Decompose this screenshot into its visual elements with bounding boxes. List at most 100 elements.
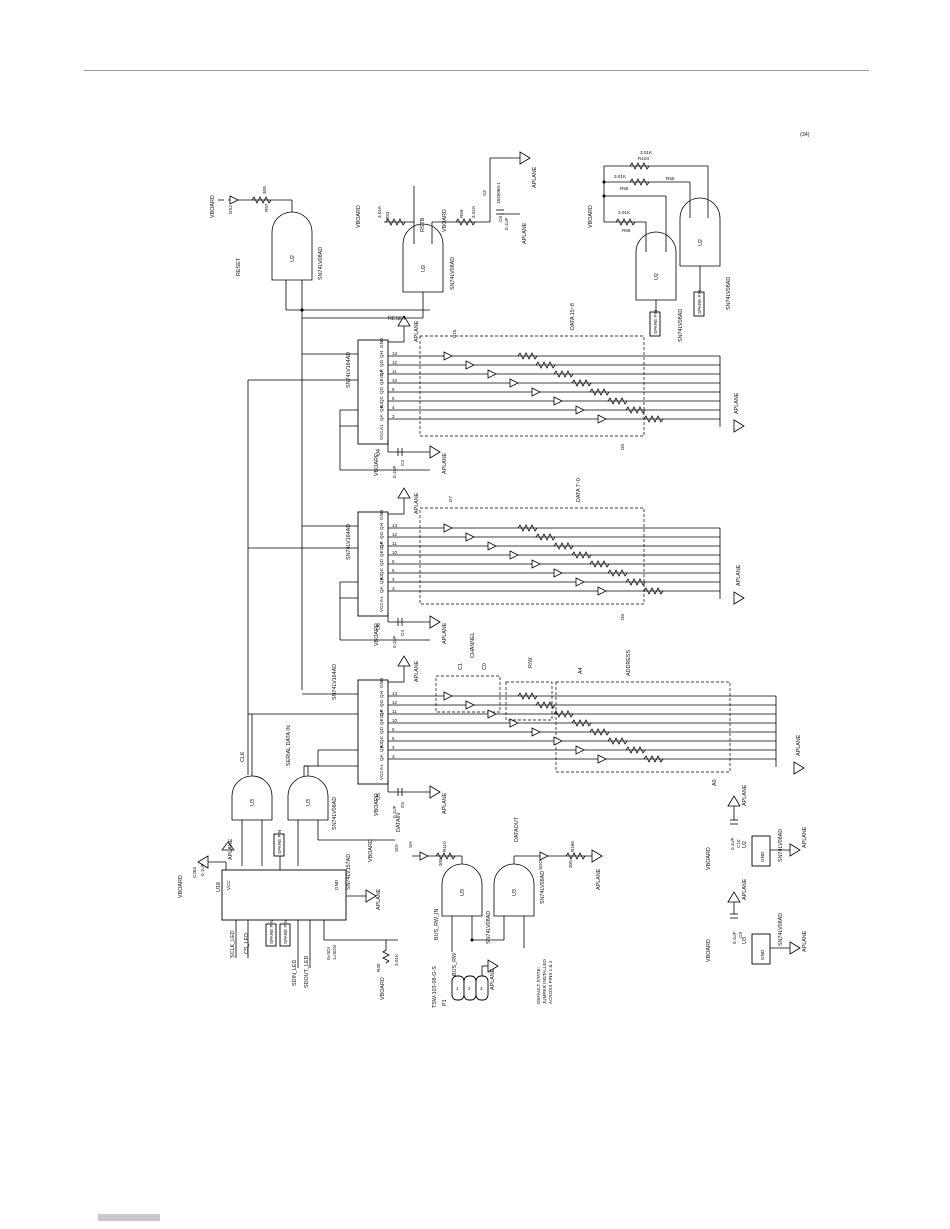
pin-label: VCC	[379, 770, 384, 780]
group-label: C1	[458, 663, 464, 670]
spare-pin-box	[273, 833, 285, 857]
led-icon	[553, 396, 563, 406]
net-label: VBOARD	[588, 205, 594, 228]
and-gate-u2-spare2	[679, 197, 721, 267]
gate-part: SN74LV08AD	[726, 277, 732, 310]
ic-body-u6	[357, 511, 389, 617]
led-icon	[575, 405, 585, 415]
resistor-icon	[625, 746, 646, 754]
output-pin-number: 11	[392, 369, 397, 374]
resistor-ref: R104	[638, 156, 649, 161]
cap-value: 0.1UF	[504, 217, 509, 230]
resistor-icon	[571, 551, 592, 559]
output-pin-label: QC	[379, 735, 384, 743]
output-pin-label: QD	[379, 558, 384, 566]
resistor-ref: R53	[385, 211, 390, 220]
group-label: DATA 15~8	[570, 303, 576, 330]
output-pin-number: 12	[392, 532, 398, 537]
led-icon	[443, 351, 453, 361]
net-label: VBOARD	[178, 875, 184, 898]
led-icon	[443, 523, 453, 533]
reset-gate-block: U2 SN74LV08AD RESET R57 300 DS2 VBOARD	[210, 186, 430, 312]
ic-ref: U18	[216, 882, 222, 892]
resistor-value: 3.01K	[618, 210, 631, 215]
resistor-icon	[589, 728, 610, 736]
resistor-ref: R160	[570, 841, 575, 852]
jumper-pin-number: 2	[468, 986, 471, 991]
ic-body-u2-power	[751, 835, 771, 867]
led-ref: D15	[452, 329, 457, 338]
resistor-value: 3.01K	[394, 953, 399, 966]
ic-body-u4	[357, 339, 389, 445]
spare-pin-box	[279, 923, 291, 947]
and-gate-u3-data	[287, 775, 329, 821]
led-ref: SH	[408, 842, 413, 848]
led-ref: D8	[620, 444, 625, 450]
led-icon	[509, 718, 519, 728]
spare-pin-box	[649, 311, 661, 337]
cap-value: 0.1UF	[732, 931, 737, 944]
pin-label: A1	[379, 764, 384, 770]
resistor-value: 300	[262, 186, 267, 194]
net-label: APLANE	[490, 968, 496, 990]
and-gate-u3-bus	[441, 863, 483, 917]
ic-part: SN74LV08AD	[778, 913, 784, 946]
net-label: APLANE	[742, 878, 748, 900]
output-pin-label: QH	[379, 691, 384, 698]
decoupling-u3: GND U3 SN74LV08AD C9 0.1UF VBOARD APLANE…	[706, 878, 808, 965]
net-label: VBOARD	[374, 453, 380, 476]
led-icon	[465, 700, 475, 710]
led-icon	[553, 736, 563, 746]
net-label: DATAOUT	[514, 816, 520, 842]
net-label: BUS_RW	[452, 952, 458, 976]
resistor-value: 3.01K	[614, 174, 627, 179]
led-ref: D8	[620, 614, 625, 620]
cap-value: 0.1UF	[392, 465, 397, 478]
output-pin-number: 12	[392, 700, 398, 705]
group-label: CHANNEL	[470, 632, 476, 658]
resistor-icon	[571, 719, 592, 727]
led-icon	[597, 586, 607, 596]
gate-ref: U2	[654, 273, 660, 280]
resistor-icon	[607, 397, 628, 405]
output-pin-number: 6	[392, 387, 395, 392]
net-label: VBOARD	[374, 793, 380, 816]
select-note: 0=SDI1=SDO	[326, 944, 337, 960]
net-label: VBOARD	[442, 209, 448, 232]
gate-part: SN74LV08AD	[450, 257, 456, 290]
net-label: SERIAL DATA IN	[286, 725, 292, 766]
net-label: APLANE	[442, 622, 448, 644]
pin-label: GND	[379, 337, 384, 348]
net-label: DATAIN	[396, 813, 402, 832]
led-icon	[487, 541, 497, 551]
output-pin-number: 4	[392, 745, 395, 750]
output-pin-label: QF	[379, 709, 384, 716]
resistor-icon	[643, 755, 664, 763]
output-pin-number: 6	[392, 559, 395, 564]
resistor-ref: R57	[264, 203, 269, 212]
cap-ref: C3	[400, 460, 405, 466]
led-icon	[509, 378, 519, 388]
gate-ref: U3	[512, 889, 518, 896]
output-pin-number: 4	[392, 577, 395, 582]
led-ref: SDO	[538, 860, 543, 870]
output-pin-label: QC	[379, 395, 384, 403]
ic-part: SN74LV164AD	[346, 524, 352, 560]
group-box-data-7-0	[419, 507, 645, 605]
resistor-ref: R59	[459, 209, 464, 218]
header-rule	[84, 70, 869, 71]
output-pin-number: 13	[392, 351, 398, 356]
cap-ref: C8	[498, 216, 503, 222]
output-pin-number: 11	[392, 709, 397, 714]
net-label: VBOARD	[374, 623, 380, 646]
output-pin-number: 4	[392, 405, 395, 410]
gate-ref: U2	[421, 265, 427, 272]
output-pin-label: QE	[379, 550, 384, 557]
gate-ref: U2	[698, 239, 704, 246]
net-label: APLANE	[802, 826, 808, 848]
gate-part: SN74LV08AD	[332, 797, 338, 830]
output-pin-label: QD	[379, 726, 384, 734]
footer-bar	[98, 1214, 160, 1221]
output-pin-number: 10	[392, 718, 398, 723]
